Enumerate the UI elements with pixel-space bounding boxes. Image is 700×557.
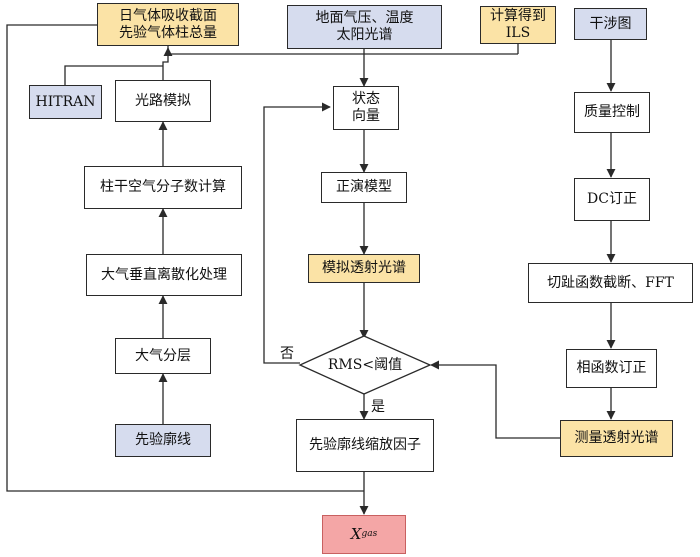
label-yes: 是 bbox=[371, 399, 385, 415]
edge-measured-to-decision bbox=[430, 360, 560, 439]
node-quality-control: 质量控制 bbox=[574, 92, 650, 133]
edge-cross-section-to-result bbox=[6, 24, 364, 492]
result-subscript: gas bbox=[361, 529, 378, 539]
node-prior-profile: 先验廓线 bbox=[115, 424, 211, 457]
node-simulated-spectrum: 模拟透射光谱 bbox=[308, 254, 420, 283]
node-column-dry-air-calc: 柱干空气分子数计算 bbox=[84, 166, 242, 209]
node-forward-model: 正演模型 bbox=[321, 172, 407, 203]
node-surface-pressure-solar-spectrum: 地面气压、温度 太阳光谱 bbox=[287, 5, 442, 49]
node-absorption-cross-section: 日气体吸收截面 先验气体柱总量 bbox=[97, 3, 239, 46]
node-path-simulation: 光路模拟 bbox=[115, 80, 211, 122]
node-dc-correction: DC订正 bbox=[574, 178, 650, 221]
edge-decision-no-loop bbox=[263, 102, 331, 364]
node-phase-correction: 相函数订正 bbox=[566, 349, 657, 388]
node-hitran: HITRAN bbox=[29, 85, 102, 119]
node-interferogram: 干涉图 bbox=[574, 8, 647, 40]
node-measured-spectrum: 测量透射光谱 bbox=[560, 420, 673, 457]
node-layering: 大气分层 bbox=[115, 338, 211, 374]
node-state-vector: 状态 向量 bbox=[333, 86, 399, 130]
result-main: X bbox=[350, 525, 362, 543]
node-rayleigh-scattering: 大气垂直离散化处理 bbox=[86, 254, 242, 296]
label-no: 否 bbox=[280, 346, 294, 362]
node-apodization-fft: 切趾函数截断、FFT bbox=[528, 263, 693, 303]
node-decision-label: RMS<阈值 bbox=[327, 356, 403, 373]
node-compute-ils: 计算得到 ILS bbox=[480, 6, 556, 44]
decision-diamond bbox=[298, 335, 432, 395]
node-scaling-factor: 先验廓线缩放因子 bbox=[296, 419, 434, 472]
edge-hitran-to-cross-section bbox=[64, 65, 163, 85]
edge-path-to-cross-section bbox=[162, 47, 173, 80]
